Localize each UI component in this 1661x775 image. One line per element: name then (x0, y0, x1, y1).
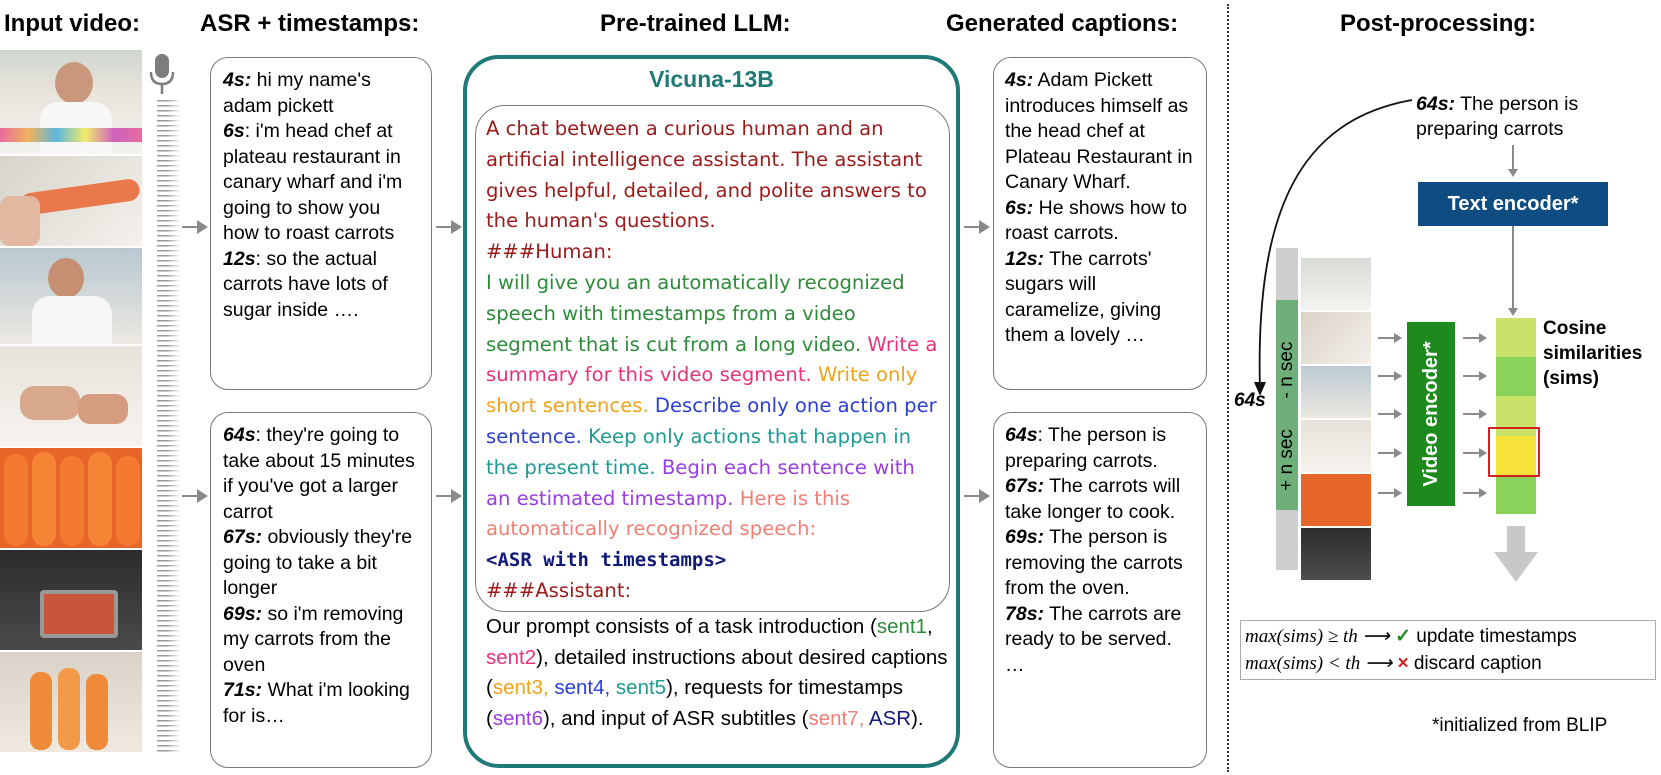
header-llm: Pre-trained LLM: (600, 10, 791, 37)
arrow-frame-enc-4 (1378, 448, 1402, 457)
prompt-sent7: Here is this automatically recognized sp… (486, 486, 851, 541)
llm-panel (463, 55, 960, 768)
window-frame-5 (1301, 474, 1371, 526)
sim-cell (1496, 396, 1536, 436)
arrow-video-asr-top (182, 220, 208, 234)
arrow-enc-sim-4 (1463, 448, 1487, 457)
prompt-sent2a: I will give you an automatically recogni… (486, 270, 905, 356)
arrow-frame-enc-3 (1378, 409, 1402, 418)
llm-prompt-box: A chat between a curious human and an ar… (475, 105, 950, 612)
prompt-asr-placeholder: <ASR with timestamps> (486, 549, 727, 572)
frame-served (0, 652, 142, 752)
arrow-textencoder-sims (1508, 226, 1517, 316)
arrow-video-asr-bottom (182, 489, 208, 503)
asr-bottom-ts-3: 69s: so i'm removing my carrots from the… (223, 602, 404, 676)
arrow-query-textencoder (1508, 145, 1517, 177)
audio-waveform (157, 100, 181, 755)
query-curve-arrow (1254, 99, 1413, 396)
rule-discard: max(sims) < th ⟶ × discard caption (1245, 653, 1542, 674)
asr-box-bottom: 64s: they're going to take about 15 minu… (210, 412, 432, 768)
caption-bottom-3: 69s: The person is removing the carrots … (1005, 526, 1183, 599)
frame-chef-1 (0, 50, 142, 154)
window-frame-3 (1301, 366, 1371, 418)
asr-box-top: 4s: hi my name's adam pickett 6s: i'm he… (210, 57, 432, 390)
prompt-human-tag: ###Human: (486, 240, 613, 264)
frame-carrots (0, 448, 142, 548)
asr-bottom-ts-1: 64s: they're going to take about 15 minu… (223, 424, 415, 523)
asr-bottom-ts-4: 71s: What i'm looking for is… (223, 679, 410, 727)
section-divider (1227, 4, 1229, 772)
post-query-caption: 64s: The person is preparing carrots (1416, 93, 1579, 140)
caption-top-3: 12s: The carrots' sugars will caramelize… (1005, 247, 1162, 347)
header-post: Post-processing: (1340, 10, 1537, 37)
caption-top-1: 4s: Adam Pickett introduces himself as t… (1005, 69, 1193, 193)
minus-n-label: - n sec (1276, 341, 1297, 399)
cross-icon: × (1397, 653, 1409, 674)
sim-cell (1496, 435, 1536, 475)
window-frame-1 (1301, 258, 1371, 310)
window-frame-4 (1301, 420, 1371, 472)
arrow-enc-sim-2 (1463, 371, 1487, 380)
arrow-frame-enc-2 (1378, 371, 1402, 380)
frame-oven-tray (0, 550, 142, 650)
plus-n-label: + n sec (1276, 429, 1297, 491)
arrow-llm-captions-top (964, 220, 990, 234)
prompt-assistant-tag: ###Assistant: (486, 578, 632, 602)
decision-rules: max(sims) ≥ th ⟶ ✓ update timestamps max… (1240, 620, 1656, 680)
down-arrow-icon (1494, 526, 1538, 582)
microphone-icon (148, 52, 176, 101)
video-encoder-box: Video encoder* (1407, 322, 1455, 506)
header-captions: Generated captions: (946, 10, 1179, 37)
sims-column (1496, 318, 1536, 514)
window-frame-6 (1301, 528, 1371, 580)
prompt-sent1: A chat between a curious human and an ar… (486, 117, 927, 233)
window-frame-2 (1301, 312, 1371, 364)
arrow-asr-llm-top (436, 220, 462, 234)
sims-label: Cosine similarities (sims) (1543, 318, 1643, 389)
max-sim-highlight (1488, 427, 1540, 477)
frame-chef-2 (0, 248, 142, 344)
header-asr: ASR + timestamps: (200, 10, 420, 37)
rule-update: max(sims) ≥ th ⟶ ✓ update timestamps (1245, 626, 1577, 647)
frame-hands (0, 346, 142, 446)
footnote: *initialized from BLIP (1432, 715, 1608, 736)
arrow-enc-sim-3 (1463, 409, 1487, 418)
sim-cell (1496, 474, 1536, 514)
prompt-sent6: Begin each sentence with an estimated ti… (486, 455, 915, 510)
arrow-enc-sim-5 (1463, 488, 1487, 497)
caption-bottom-2: 67s: The carrots will take longer to coo… (1005, 475, 1181, 523)
caption-bottom-4: 78s: The carrots are ready to be served. (1005, 602, 1182, 651)
arrow-frame-enc-1 (1378, 333, 1402, 342)
arrow-frame-enc-5 (1378, 488, 1402, 497)
arrow-asr-llm-bottom (436, 489, 462, 503)
prompt-sent3: Write only short sentences. (486, 363, 918, 418)
asr-top-ts-1: 4s: hi my name's adam pickett (223, 69, 371, 117)
prompt-sent5: Keep only actions that happen in the pre… (486, 424, 912, 479)
header-input-video: Input video: (4, 10, 140, 37)
asr-top-ts-3: 12s: so the actual carrots have lots of … (223, 247, 388, 321)
caption-top-2: 6s: He shows how to roast carrots. (1005, 196, 1188, 245)
caption-box-top: 4s: Adam Pickett introduces himself as t… (993, 57, 1207, 390)
check-icon: ✓ (1395, 626, 1411, 647)
center-timestamp: 64s (1234, 390, 1266, 411)
arrow-enc-sim-1 (1463, 333, 1487, 342)
asr-bottom-ts-2: 67s: obviously they're going to take a b… (223, 526, 413, 599)
llm-model-name: Vicuna-13B (649, 66, 774, 92)
time-window-active (1276, 300, 1298, 510)
sim-cell (1496, 318, 1536, 358)
text-encoder-box: Text encoder* (1418, 182, 1608, 226)
prompt-sent2b: Write a summary for this video segment. (486, 332, 938, 387)
caption-box-bottom: 64s: The person is preparing carrots. 67… (993, 412, 1207, 768)
frame-carrot-hand (0, 156, 142, 246)
prompt-summary: Our prompt consists of a task introducti… (486, 615, 948, 730)
caption-bottom-1: 64s: The person is preparing carrots. (1005, 424, 1167, 472)
caption-bottom-5: … (1005, 653, 1025, 676)
sim-cell (1496, 357, 1536, 397)
arrow-llm-captions-bottom (964, 489, 990, 503)
prompt-sent4: Describe only one action per sentence. (486, 394, 937, 448)
asr-top-ts-2: 6s: i'm head chef at plateau restaurant … (223, 120, 403, 244)
